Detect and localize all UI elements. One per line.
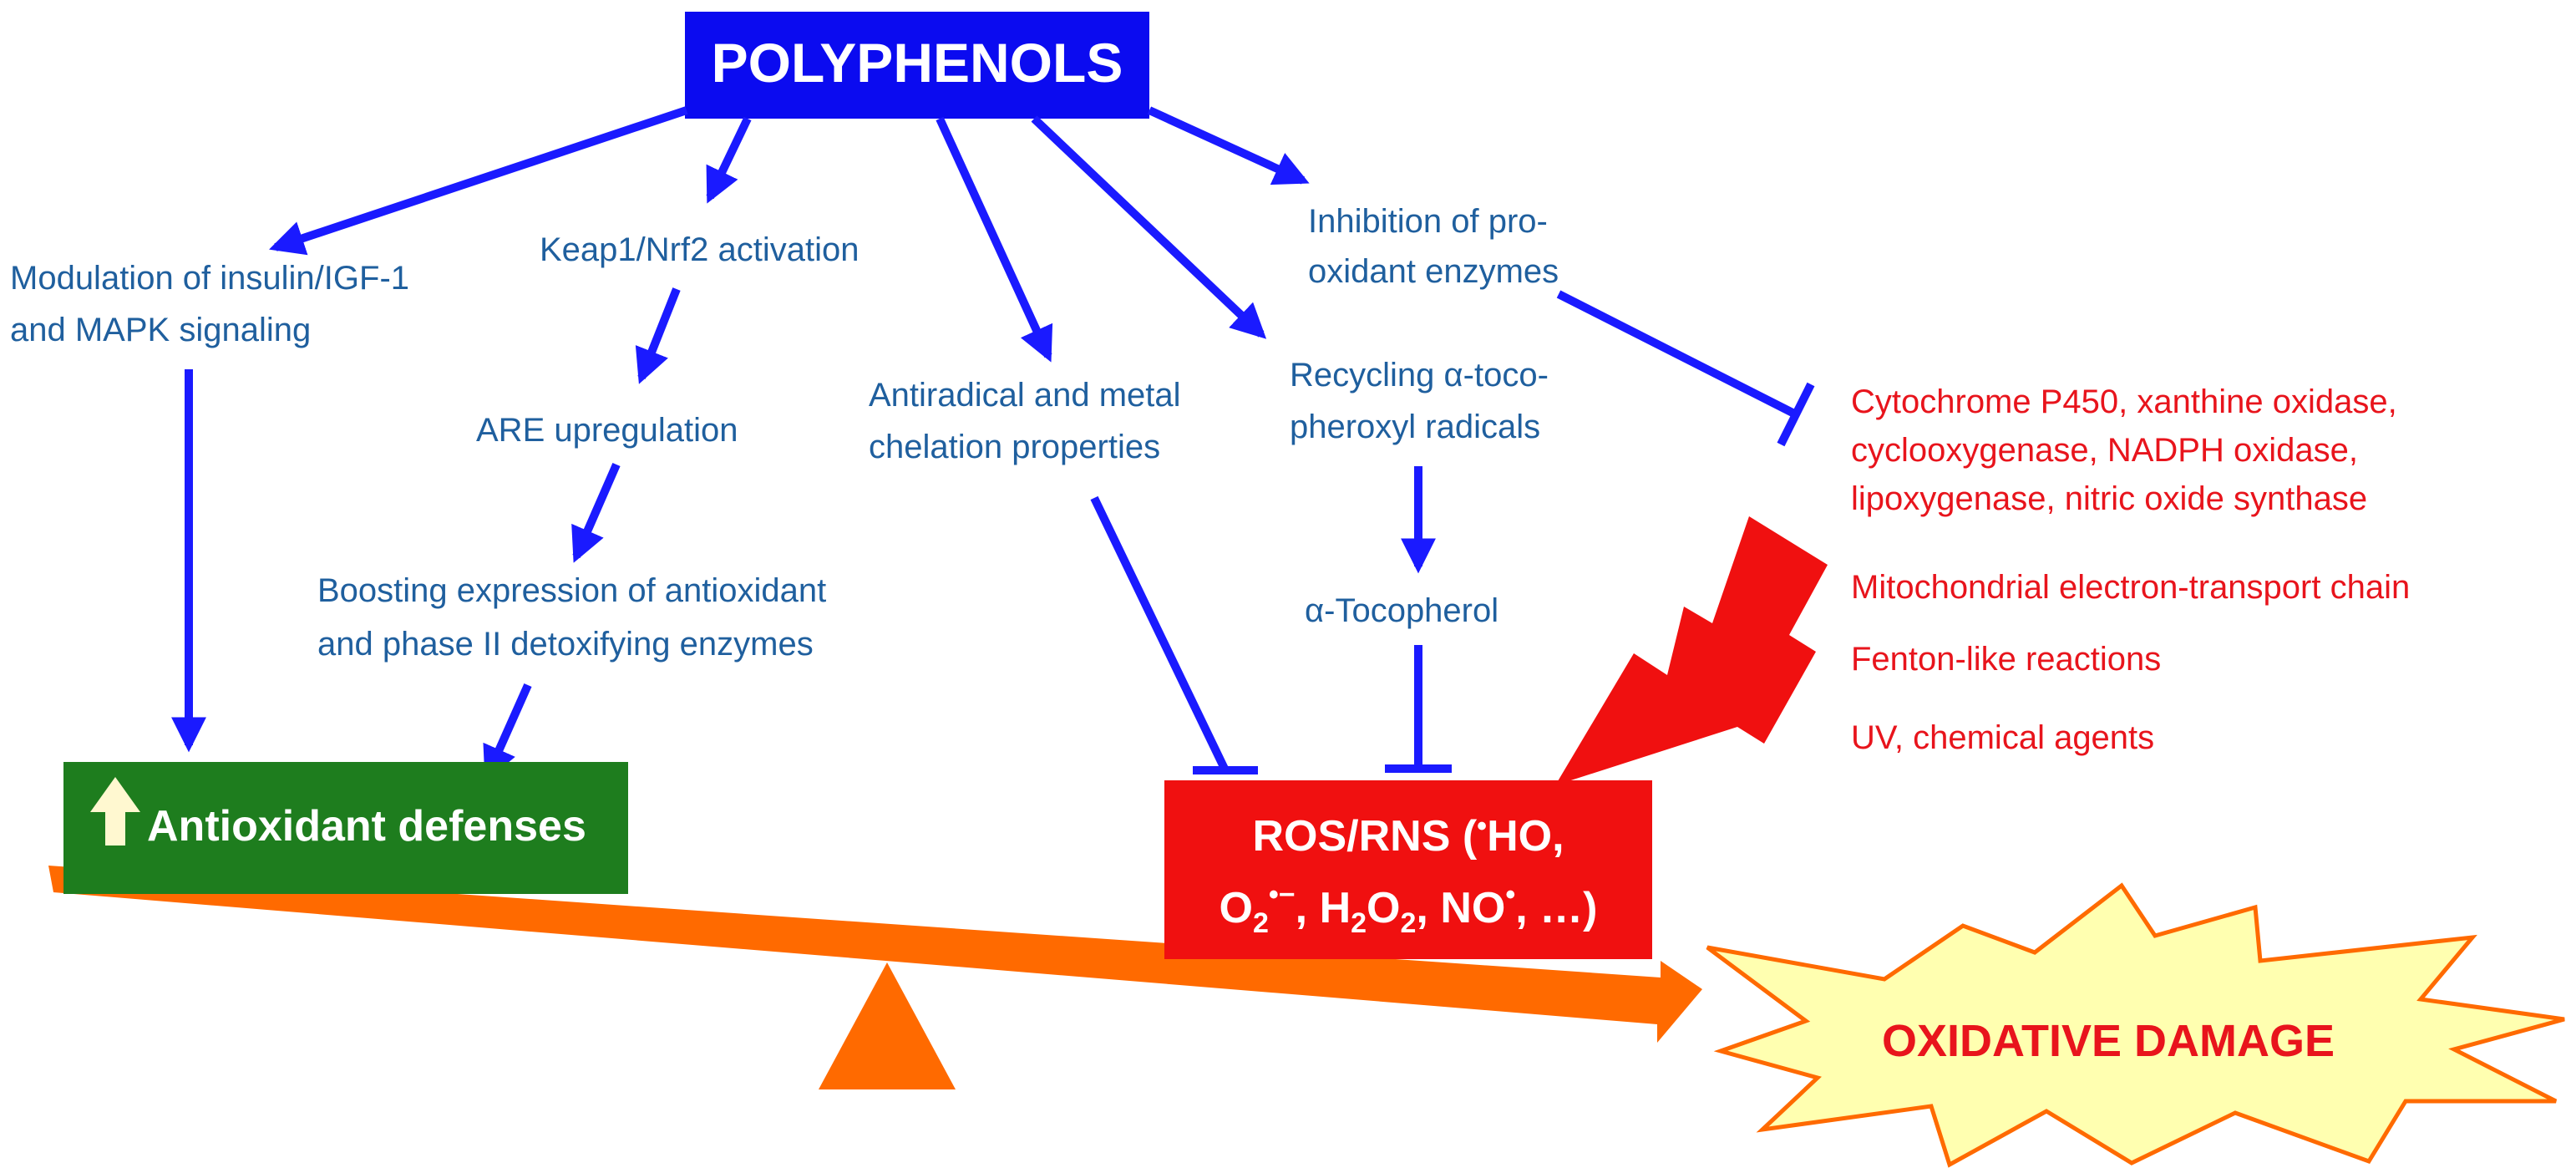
lightning-bolt-icon <box>1555 516 1828 785</box>
source-uv: UV, chemical agents <box>1851 719 2154 756</box>
inhibition-lines <box>1090 290 1815 774</box>
mechanism-boost-line1: Boosting expression of antioxidant <box>317 572 826 609</box>
arrow-boost-to-defenses <box>483 683 532 782</box>
ros-rns-box <box>1164 780 1652 959</box>
arrows <box>171 106 1436 782</box>
ros-rns-line1: ROS/RNS (•HO, <box>1252 810 1564 861</box>
mechanism-recycling-line1: Recycling α-toco- <box>1290 357 1549 394</box>
antioxidant-defenses-box <box>63 762 628 894</box>
arrow-keap1-to-are <box>635 287 681 384</box>
fulcrum-triangle-icon <box>819 962 956 1089</box>
arrow-are-to-boost <box>571 463 621 563</box>
source-enzymes-line2: cyclooxygenase, NADPH oxidase, <box>1851 432 2358 469</box>
source-mitochondrial: Mitochondrial electron-transport chain <box>1851 569 2410 606</box>
up-arrow-icon <box>90 777 140 846</box>
antioxidant-defenses-label: Antioxidant defenses <box>147 802 586 851</box>
scale-beam <box>48 866 1702 1043</box>
mechanism-inhibition-line1: Inhibition of pro- <box>1308 203 1548 240</box>
arrow-to-insulin <box>269 106 688 256</box>
title-box <box>685 12 1149 119</box>
explosion-burst-icon <box>1706 882 2565 1168</box>
arrow-to-keap1 <box>706 116 752 204</box>
mechanism-insulin-line2: and MAPK signaling <box>10 312 311 348</box>
inhibit-antiradical-line <box>1090 495 1229 771</box>
arrow-to-recycling <box>1031 115 1267 339</box>
mechanism-tocopherol: α-Tocopherol <box>1305 592 1498 629</box>
source-enzymes-line3: lipoxygenase, nitric oxide synthase <box>1851 480 2367 517</box>
oxidative-damage-label: OXIDATIVE DAMAGE <box>1882 1016 2335 1066</box>
source-fenton: Fenton-like reactions <box>1851 641 2161 678</box>
source-enzymes-line1: Cytochrome P450, xanthine oxidase, <box>1851 383 2397 420</box>
mechanism-insulin-line1: Modulation of insulin/IGF-1 <box>10 260 409 297</box>
mechanism-are: ARE upregulation <box>476 412 738 449</box>
arrow-to-inhibition <box>1147 106 1310 185</box>
ros-rns-line2: O2•−, H2O2, NO•, …) <box>1220 879 1598 939</box>
inhibit-enzymes-line <box>1556 290 1798 419</box>
mechanism-antiradical-line1: Antiradical and metal <box>869 377 1181 414</box>
page-title: POLYPHENOLS <box>712 32 1123 94</box>
mechanism-recycling-line2: pheroxyl radicals <box>1290 409 1540 445</box>
mechanism-antiradical-line2: chelation properties <box>869 429 1160 465</box>
arrow-to-antiradical <box>936 116 1053 363</box>
mechanism-keap1: Keap1/Nrf2 activation <box>540 231 859 268</box>
inhibit-enzymes-bar <box>1777 382 1815 447</box>
mechanism-boost-line2: and phase II detoxifying enzymes <box>317 626 814 663</box>
mechanism-inhibition-line2: oxidant enzymes <box>1308 253 1559 290</box>
